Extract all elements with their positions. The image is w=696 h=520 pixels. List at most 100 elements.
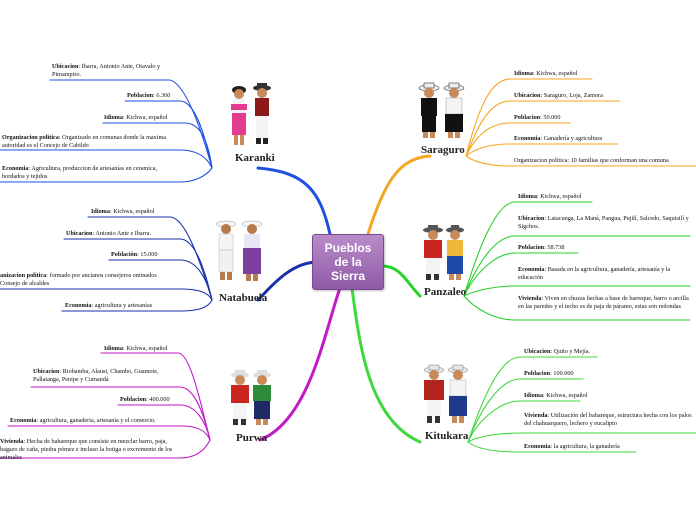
leaf-value: Organizacion politica: 10 familias que c… bbox=[514, 157, 669, 164]
saraguro-item-economia[interactable]: Economia: Ganadería y agricultura bbox=[514, 135, 644, 143]
leaf-sep: : bbox=[544, 244, 548, 251]
karanki-item-organizacion[interactable]: Organizacion politica: Organizado en com… bbox=[2, 134, 177, 150]
purwa-item-vivienda[interactable]: Vivienda: Hecha de bahareque que consist… bbox=[0, 438, 178, 462]
leaf-key: Economia bbox=[10, 417, 37, 424]
leaf-value: Viven en chuzas hechas a base de barrequ… bbox=[518, 295, 689, 310]
leaf-key: Economia bbox=[524, 443, 551, 450]
saraguro-item-poblacion[interactable]: Poblacion: 50.000 bbox=[514, 114, 604, 122]
leaf-sep: : bbox=[46, 272, 50, 279]
leaf-value: Latacunga, La Maná, Pangua, Pujilí, Salc… bbox=[518, 215, 689, 230]
natabuela-item-economia[interactable]: Economía: agricultura y artesanías bbox=[65, 302, 185, 310]
natabuela-people-illustration bbox=[211, 217, 267, 287]
karanki-item-idioma[interactable]: Idioma: Kichwa, español bbox=[104, 114, 194, 122]
leaf-sep: : bbox=[28, 165, 32, 172]
purwa-item-ubicacion[interactable]: Ubicacion: Riobamba, Alausi, Chambo, Gua… bbox=[33, 368, 178, 384]
saraguro-item-organizacion[interactable]: Organizacion politica: 10 familias que c… bbox=[514, 157, 696, 165]
leaf-key: anizacion politica bbox=[0, 272, 47, 279]
leaf-sep: : bbox=[544, 215, 548, 222]
natabuela-item-ubicacion[interactable]: Ubicacion: Antonio Ante e Ibarra. bbox=[66, 230, 186, 238]
leaf-sep: : bbox=[146, 396, 150, 403]
leaf-value: agricultura, ganaderia, artesanía y el c… bbox=[39, 417, 156, 424]
central-topic-line-1: Pueblos bbox=[324, 241, 372, 255]
branch-panzaleo bbox=[380, 264, 422, 298]
natabuela-title[interactable]: Natabuela bbox=[219, 292, 268, 304]
leaf-key: Ubicacion bbox=[33, 368, 60, 375]
karanki-title[interactable]: Karanki bbox=[235, 152, 275, 164]
natabuela-item-organizacion[interactable]: anizacion politica: formado por ancianos… bbox=[0, 272, 160, 288]
leaf-sep: : bbox=[550, 443, 554, 450]
kitukara-item-ubicacion[interactable]: Ubicacion: Quito y Mejía. bbox=[524, 348, 624, 356]
leaf-sep: : bbox=[58, 134, 63, 141]
leaf-key: Ubicacion bbox=[66, 230, 93, 237]
saraguro-people-illustration bbox=[414, 80, 470, 142]
kitukara-item-economia[interactable]: Economia: la agricultura, la ganadería bbox=[524, 443, 644, 451]
leaf-sep: : bbox=[532, 70, 537, 77]
leaf-sep: : bbox=[23, 438, 27, 445]
leaf-key: Idioma bbox=[518, 193, 537, 200]
leaf-value: Ganadería y agricultura bbox=[543, 135, 603, 142]
saraguro-item-idioma[interactable]: Idioma: Kichwa, español bbox=[514, 70, 614, 78]
panzaleo-item-idioma[interactable]: Idioma: Kichwa, español bbox=[518, 193, 618, 201]
purwa-item-economia[interactable]: Economia: agricultura, ganaderia, artesa… bbox=[10, 417, 190, 425]
karanki-item-economia[interactable]: Economia: Agricultura, produccion de art… bbox=[2, 165, 162, 181]
panzaleo-item-ubicacion[interactable]: Ubicacion: Latacunga, La Maná, Pangua, P… bbox=[518, 215, 693, 231]
leaf-value: Hecha de bahareque que consiste en mezcl… bbox=[0, 438, 173, 461]
kitukara-item-poblacion[interactable]: Poblacion: 100.000 bbox=[524, 370, 614, 378]
leaf-sep: : bbox=[540, 135, 544, 142]
leaf-key: Ubicacion bbox=[52, 63, 79, 70]
leaf-value: Basada en la agricultura, ganadería, art… bbox=[518, 266, 671, 281]
leaf-sep: : bbox=[540, 92, 544, 99]
kitukara-people-illustration bbox=[418, 362, 474, 428]
leaf-key: Economia bbox=[518, 266, 545, 273]
leaf-value: Organizado en comunas donde la maxima au… bbox=[2, 134, 167, 149]
leaf-sep: : bbox=[544, 266, 548, 273]
leaf-sep: : bbox=[92, 230, 96, 237]
leaf-sep: : bbox=[36, 417, 40, 424]
kitukara-item-idioma[interactable]: Idioma: Kichwa, español bbox=[524, 392, 624, 400]
panzaleo-item-poblacion[interactable]: Poblacion: 58.738 bbox=[518, 244, 608, 252]
karanki-item-poblacion[interactable]: Poblacion: 6.360 bbox=[127, 92, 197, 100]
leaf-value: 15.000 bbox=[140, 251, 158, 258]
leaf-key: Vivienda bbox=[518, 295, 542, 302]
panzaleo-item-vivienda[interactable]: Vivienda: Viven en chuzas hechas a base … bbox=[518, 295, 693, 311]
leaf-key: Economia bbox=[2, 165, 29, 172]
leaf-sep: : bbox=[91, 302, 95, 309]
leaf-key: Poblacion bbox=[514, 114, 541, 121]
kitukara-title[interactable]: Kitukara bbox=[425, 430, 469, 442]
leaf-key: Idioma bbox=[514, 70, 533, 77]
purwa-title[interactable]: Purwa bbox=[236, 432, 268, 444]
central-topic[interactable]: Pueblos de la Sierra bbox=[312, 234, 384, 290]
natabuela-item-poblacion[interactable]: Población: 15.000 bbox=[111, 251, 181, 259]
purwa-people-illustration bbox=[222, 367, 280, 429]
saraguro-item-ubicacion[interactable]: Ubicacion: Saraguro, Loja, Zamora bbox=[514, 92, 644, 100]
leaf-value: 400.000 bbox=[149, 396, 170, 403]
leaf-value: la agricultura, la ganadería bbox=[553, 443, 620, 450]
leaf-value: 100.000 bbox=[553, 370, 574, 377]
panzaleo-item-economia[interactable]: Economia: Basada en la agricultura, gana… bbox=[518, 266, 693, 282]
leaf-value: 58.738 bbox=[547, 244, 565, 251]
leaf-value: Riobamba, Alausi, Chambo, Guamote, Palla… bbox=[33, 368, 159, 383]
leaf-value: Kichwa, español bbox=[113, 208, 155, 215]
purwa-item-poblacion[interactable]: Poblacion: 400.000 bbox=[120, 396, 190, 404]
panzaleo-title[interactable]: Panzaleo bbox=[424, 286, 467, 298]
saraguro-title[interactable]: Saraguro bbox=[421, 144, 465, 156]
leaf-key: Ubicacion bbox=[524, 348, 551, 355]
leaf-key: Ubicacion bbox=[514, 92, 541, 99]
panzaleo-people-illustration bbox=[418, 222, 470, 284]
branch-purwa bbox=[258, 286, 342, 442]
leaf-sep: : bbox=[541, 295, 545, 302]
branch-karanki bbox=[256, 166, 332, 236]
branch-saraguro bbox=[366, 154, 432, 236]
branch-kitukara bbox=[350, 286, 422, 444]
leaf-key: Idioma bbox=[91, 208, 110, 215]
leaf-key: Idioma bbox=[104, 345, 123, 352]
natabuela-item-idioma[interactable]: Idioma: Kichwa, español bbox=[91, 208, 181, 216]
purwa-item-idioma[interactable]: Idioma: Kichwa, español bbox=[104, 345, 194, 353]
karanki-people-illustration bbox=[222, 80, 280, 150]
leaf-value: Antonio Ante e Ibarra. bbox=[95, 230, 152, 237]
karanki-item-ubicacion[interactable]: Ubicacion: Ibarra, Antonio Ante, Otavalo… bbox=[52, 63, 182, 79]
leaf-sep: : bbox=[547, 412, 551, 419]
kitukara-item-vivienda[interactable]: Vivienda: Utilización del bahareque, est… bbox=[524, 412, 696, 428]
leaf-key: Economía bbox=[65, 302, 92, 309]
